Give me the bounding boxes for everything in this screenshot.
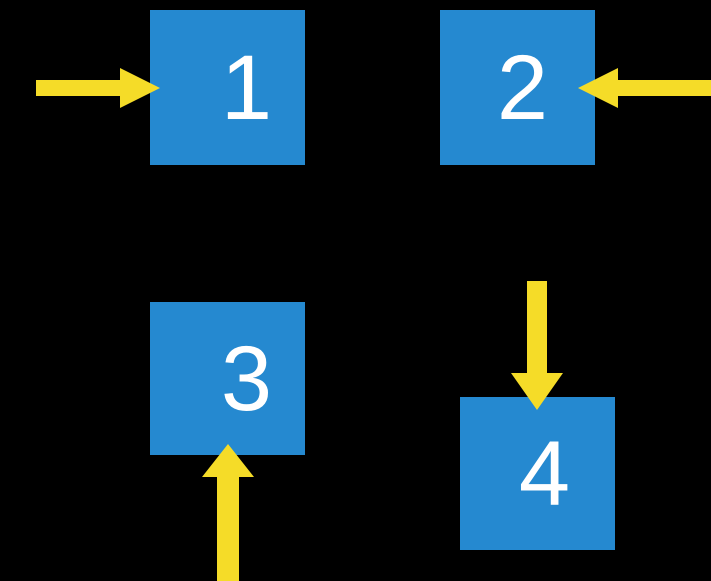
node-label-2: 2 [496, 36, 549, 139]
node-box-3[interactable] [150, 302, 305, 455]
node-box-4[interactable] [460, 397, 615, 550]
arrow-right-icon [36, 68, 160, 108]
arrow-right-into-node-1 [36, 68, 160, 108]
node-label-4: 4 [518, 422, 571, 525]
arrow-up-into-node-3 [202, 444, 254, 581]
node-box-2[interactable] [440, 10, 595, 165]
arrow-down-into-node-4 [511, 281, 563, 410]
node-label-3: 3 [220, 327, 273, 430]
node-label-1: 1 [220, 36, 273, 139]
arrow-left-into-node-2 [578, 68, 711, 108]
arrow-left-icon [578, 68, 711, 108]
arrow-up-icon [202, 444, 254, 581]
node-box-1[interactable] [150, 10, 305, 165]
arrow-down-icon [511, 281, 563, 410]
